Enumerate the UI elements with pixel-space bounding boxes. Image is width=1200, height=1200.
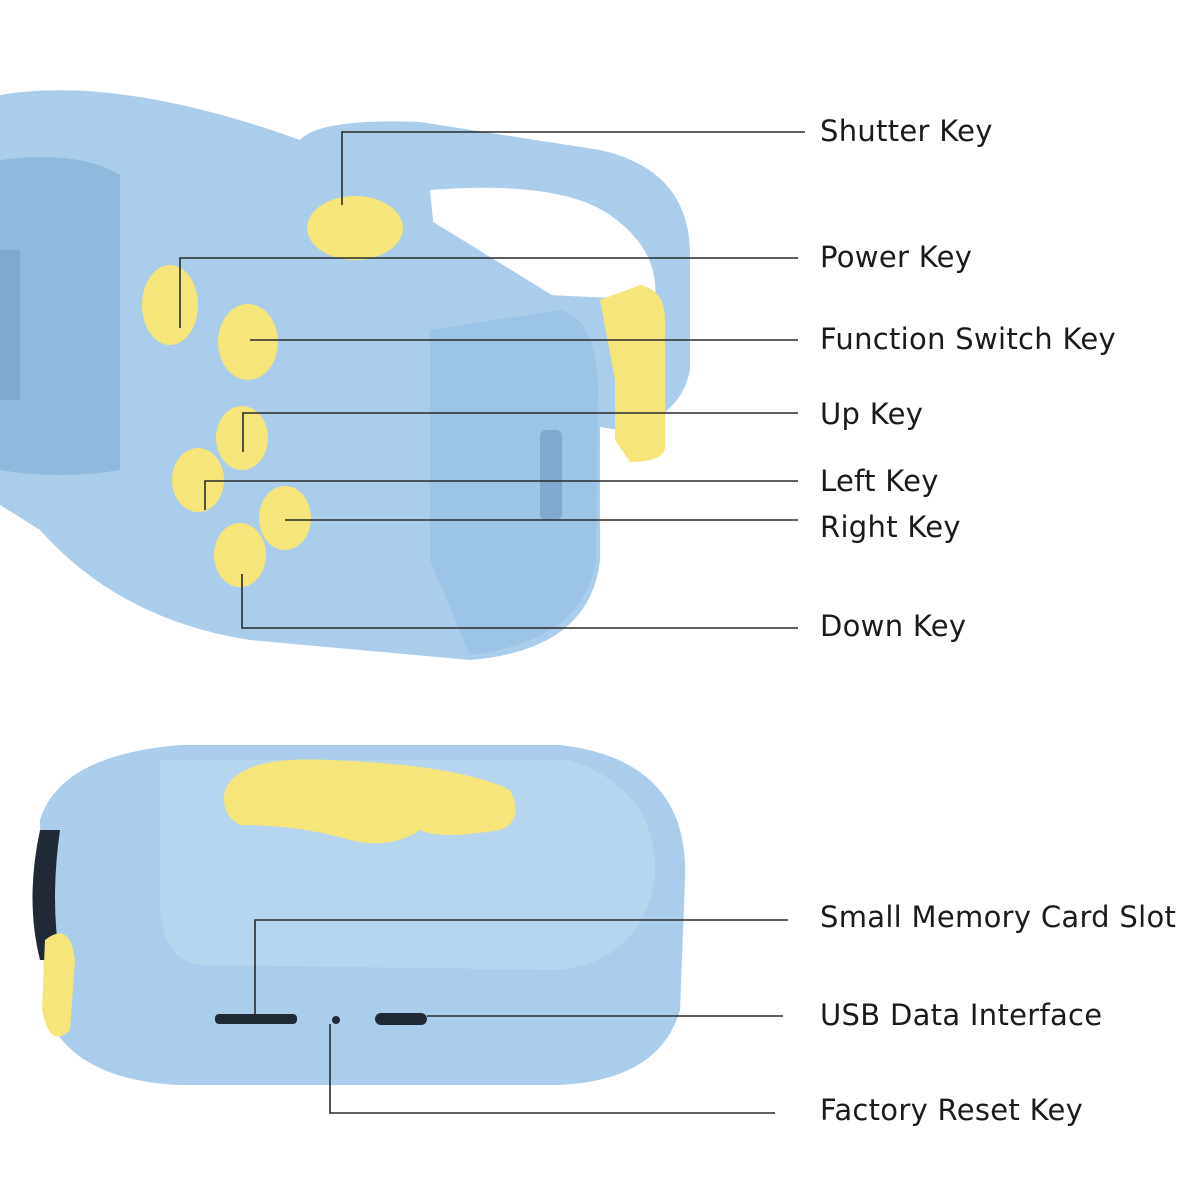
watch-screen [0,250,20,400]
leader-up [242,412,798,452]
side-slot [540,430,562,520]
watch-body-shade [430,310,599,655]
top-leader-lines [179,131,805,629]
label-up-key: Up Key [820,397,924,431]
side-clasp [600,285,665,462]
leader-memory [254,919,788,1015]
label-usb-data-interface: USB Data Interface [820,998,1103,1032]
label-down-key: Down Key [820,609,967,643]
leader-down [241,574,798,629]
right-key [259,486,311,550]
bottom-leader-lines [254,919,788,1114]
label-shutter-key: Shutter Key [820,114,993,148]
up-key [216,406,268,470]
leader-shutter [341,131,805,205]
label-function-switch-key: Function Switch Key [820,322,1116,356]
label-left-key: Left Key [820,464,939,498]
memory-card-slot [215,1014,297,1024]
usb-port [375,1013,427,1025]
label-factory-reset-key: Factory Reset Key [820,1093,1084,1127]
label-memory-card-slot: Small Memory Card Slot [820,900,1177,934]
bottom-yellow-pad [224,759,516,844]
function-switch-key [218,304,278,380]
label-power-key: Power Key [820,240,973,274]
leader-power [179,257,798,328]
reset-hole [332,1016,340,1024]
watch-camera-top-view [0,90,805,660]
left-key [172,448,224,512]
label-right-key: Right Key [820,510,961,544]
shutter-key [307,196,403,260]
bottom-lens-edge [32,830,60,960]
leader-left [204,480,798,510]
watch-camera-bottom-view [32,745,788,1114]
bottom-yellow-accent [42,933,75,1037]
leader-reset [329,1024,775,1114]
watch-face-panel [0,157,120,475]
down-key [214,523,266,587]
power-key [142,265,198,345]
